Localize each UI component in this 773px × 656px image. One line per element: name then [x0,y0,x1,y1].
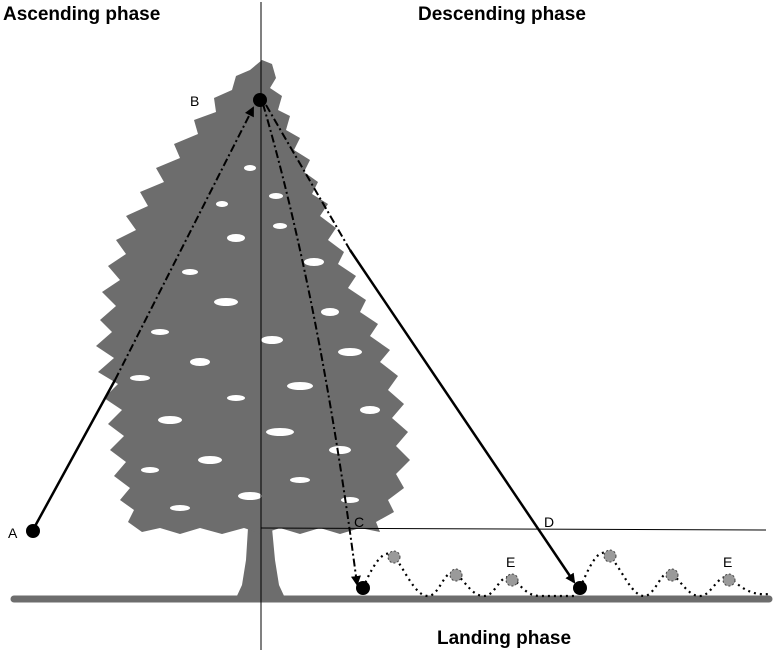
landing-point-far [573,581,587,595]
point-d-label: D [544,514,554,530]
tree-silhouette [96,60,410,598]
descending-trajectory-far-solid [348,249,576,584]
point-b-label: B [190,93,199,109]
ascending-phase-label: Ascending phase [3,4,160,25]
descending-phase-label: Descending phase [418,4,586,25]
point-b-marker [253,93,267,107]
ascending-trajectory-solid [32,379,117,529]
foliage-gaps [130,165,380,511]
point-e-label-near: E [506,554,515,570]
bounce-marker [505,573,519,587]
point-a-marker [26,524,40,538]
ascending-trajectory-dashdot [114,106,254,381]
tree-crown [96,60,410,534]
point-e-label-far: E [723,554,732,570]
landing-phase-label: Landing phase [437,628,571,649]
bounce-marker [603,549,617,563]
bounce-marker [449,568,463,582]
bounce-marker [722,573,736,587]
point-c-label: C [354,514,364,530]
landing-point-near [356,581,370,595]
descending-trajectory-far-dashdot [265,104,351,251]
point-a-label: A [8,525,18,541]
bounce-marker [387,550,401,564]
descending-trajectory-near [262,103,361,586]
horizontal-reference-line [260,527,767,531]
bounce-marker [665,568,679,582]
bounce-markers [387,549,736,587]
